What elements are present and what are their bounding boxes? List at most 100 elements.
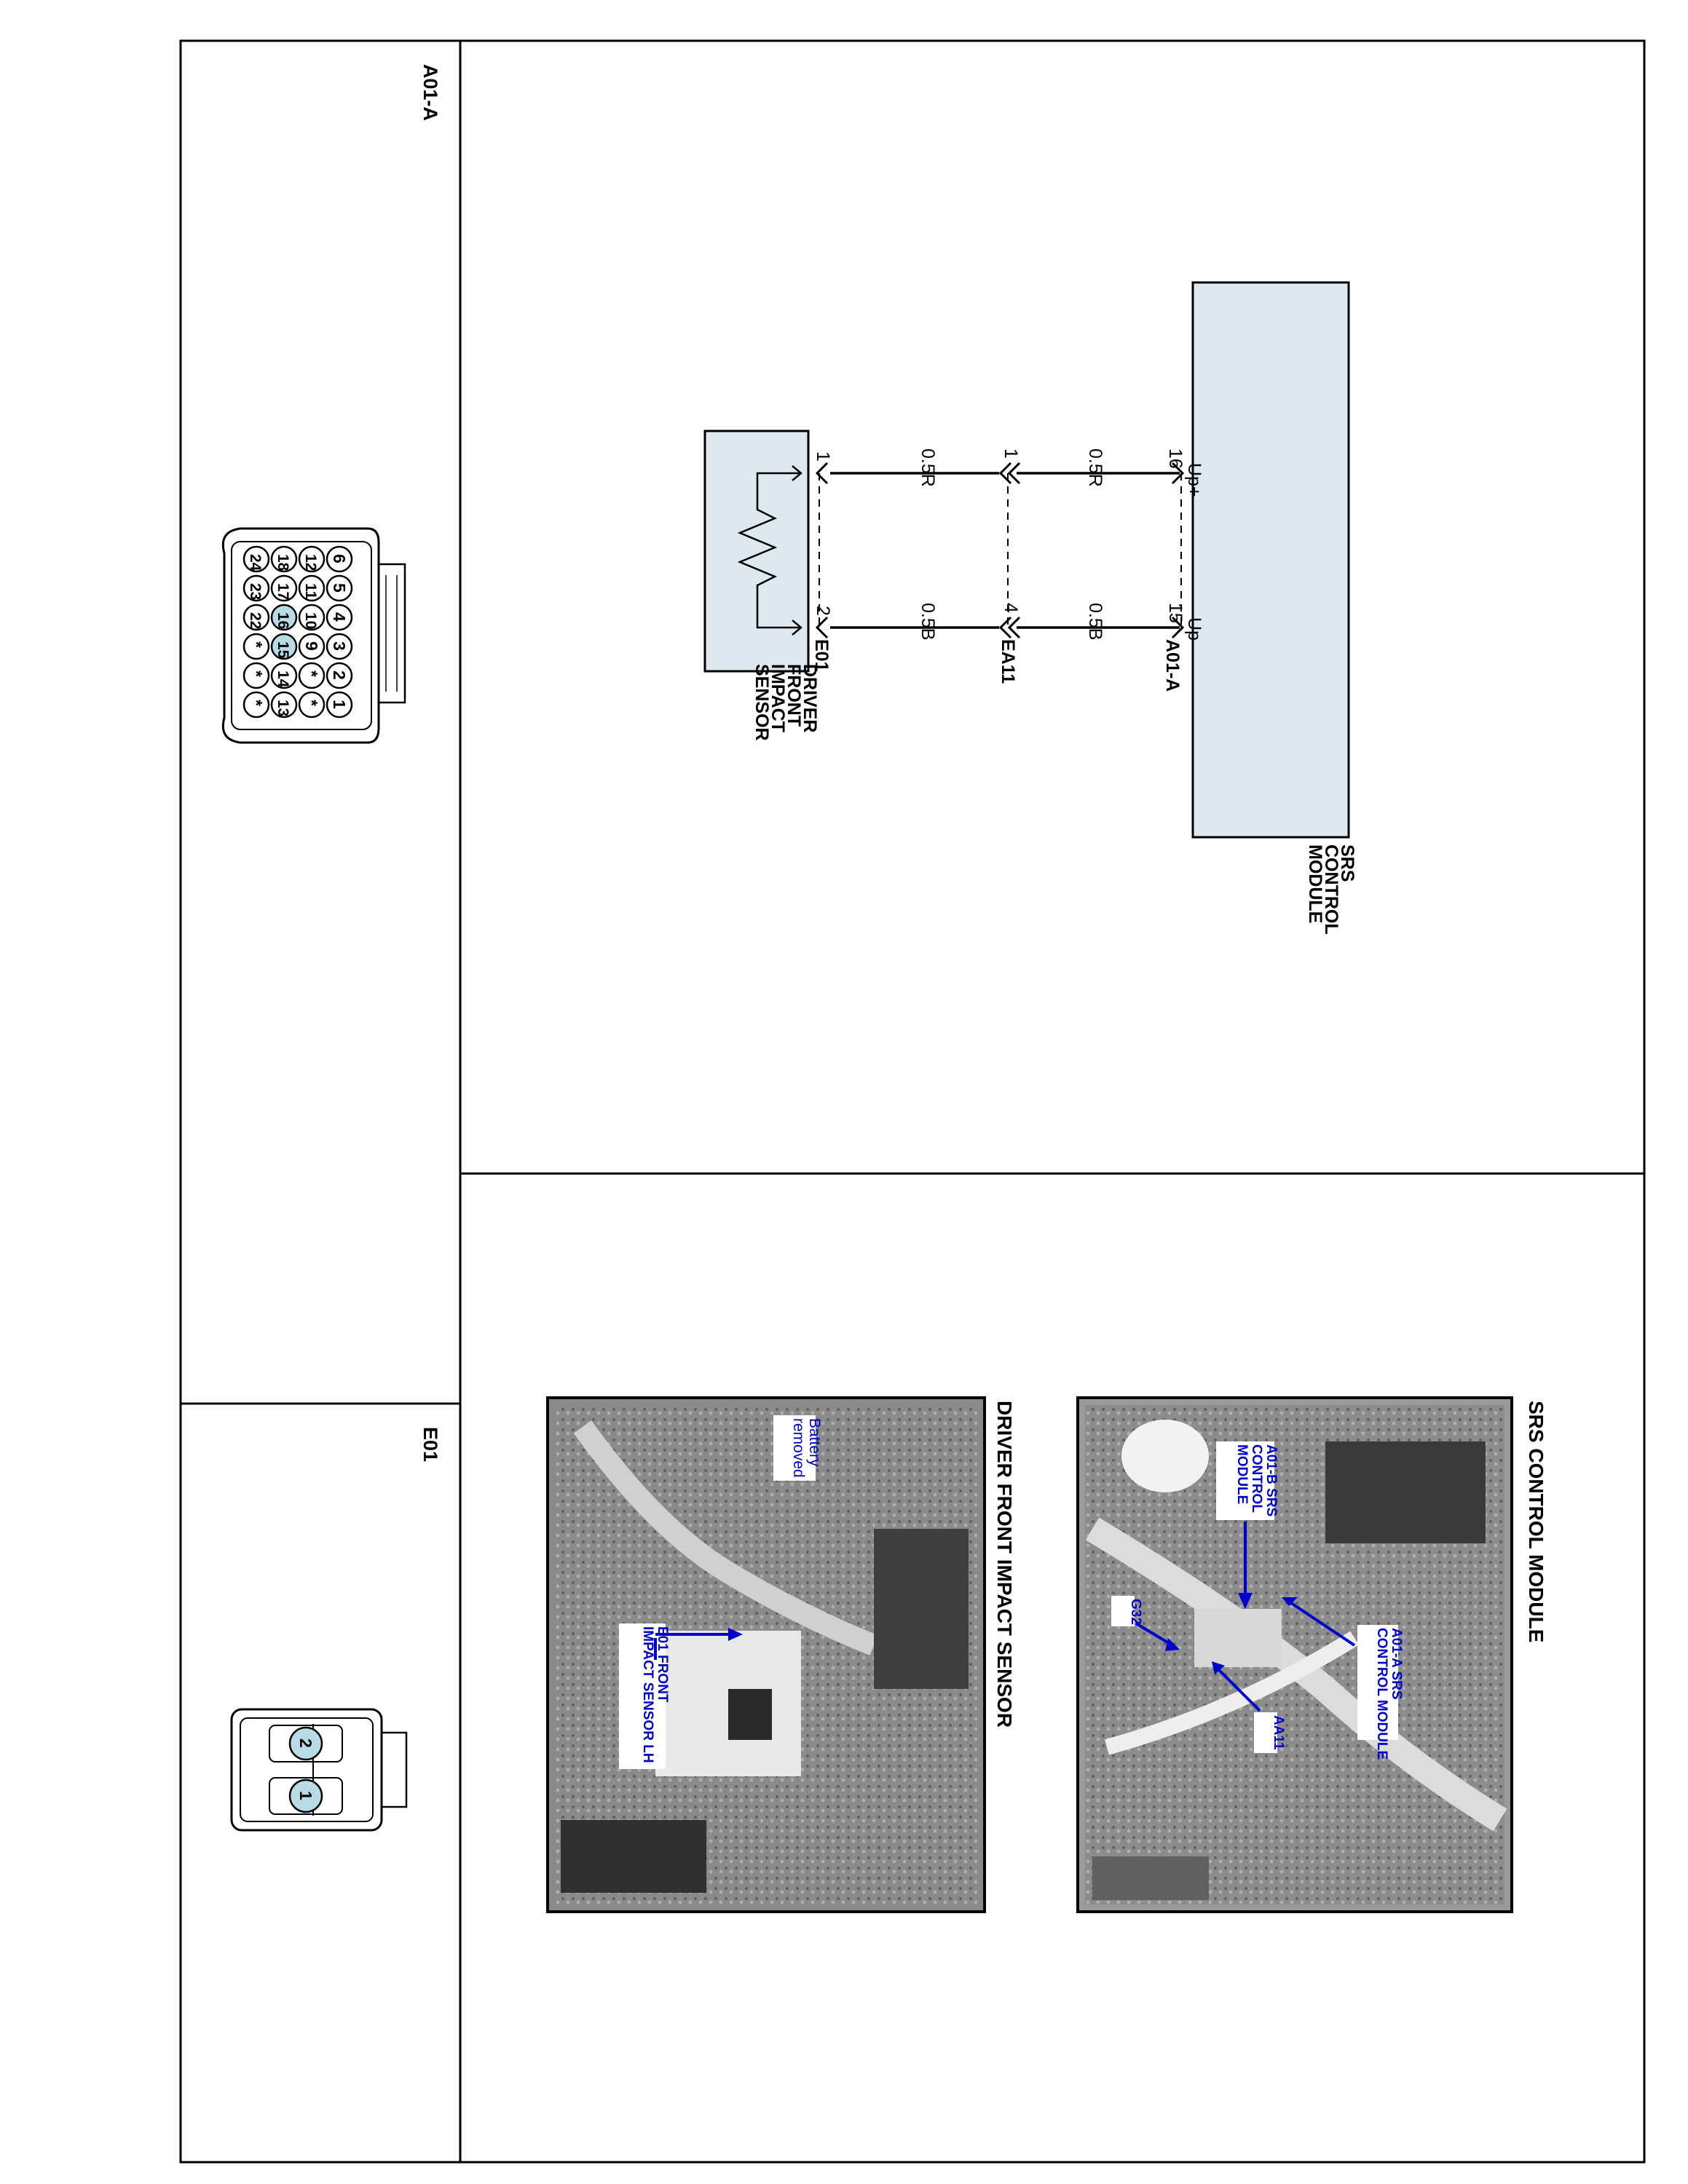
connector-e01-panel: E01 21 (230, 1427, 441, 1832)
a01a-pin-16: 15 (270, 633, 298, 660)
srs-module-label-2: CONTROL (1321, 844, 1341, 935)
a01a-pin-22: * (242, 633, 270, 660)
page-frame (179, 39, 1646, 2164)
svg-text:4: 4 (330, 612, 349, 622)
ea11-pin-1-label: 1 (1001, 448, 1021, 459)
svg-text:3: 3 (330, 641, 349, 651)
a01a-pin-11: * (298, 662, 326, 689)
e01-pin-2: 1 (288, 1779, 323, 1813)
wire-spec-b-lower: 0.5B (918, 603, 938, 640)
photo-driver-front-impact-sensor (546, 1396, 986, 1913)
svg-text:*: * (302, 670, 321, 677)
connector-dashes (819, 473, 1182, 628)
svg-text:16: 16 (275, 612, 291, 629)
svg-text:*: * (247, 670, 266, 677)
a01a-pin-4: 3 (326, 633, 353, 660)
svg-text:23: 23 (247, 583, 264, 600)
wire-spec-r-lower: 0.5R (918, 448, 938, 487)
svg-text:*: * (247, 700, 266, 706)
e01-terminals (815, 462, 829, 639)
svg-text:9: 9 (302, 641, 321, 651)
a01a-pin-18: 13 (270, 691, 298, 719)
sensor-label-1: DRIVER (800, 664, 820, 732)
srs-module-label-3: MODULE (1305, 844, 1325, 923)
sensor-label-2: FRONT (784, 664, 804, 727)
callout-a01a-2: CONTROL MODULE (1374, 1628, 1389, 1760)
photo-sensor-callouts: Battery removed E01 FRONT IMPACT SENSOR … (619, 1415, 823, 1769)
wire-spec-b-upper: 0.5B (1085, 603, 1105, 640)
svg-text:15: 15 (275, 641, 291, 659)
a01a-pin-2: 5 (326, 574, 353, 602)
svg-text:1: 1 (296, 1791, 315, 1800)
a01a-pin-23: * (242, 662, 270, 689)
callout-e01-2: IMPACT SENSOR LH (640, 1626, 655, 1763)
connector-a01a-title: A01-A (419, 64, 441, 121)
callout-a01a-1: A01-A SRS (1389, 1628, 1404, 1700)
callout-a01b-1: A01-B SRS (1263, 1444, 1279, 1516)
sensor-label-4: SENSOR (752, 664, 772, 741)
a01a-pin-20: 23 (242, 574, 270, 602)
a01a-pin-3: 4 (326, 604, 353, 631)
e01-pin-1-label: 1 (813, 451, 833, 462)
callout-battery-2: removed (790, 1418, 807, 1478)
connector-e01-label: E01 (811, 639, 832, 672)
a01a-pin-9: 10 (298, 604, 326, 631)
a01a-pin-5: 2 (326, 662, 353, 689)
svg-text:*: * (302, 700, 321, 706)
svg-text:13: 13 (275, 700, 291, 716)
connector-a01a-body (221, 527, 406, 744)
srs-control-module-box (1191, 281, 1350, 839)
svg-text:12: 12 (302, 554, 319, 571)
a01a-pin-10: 9 (298, 633, 326, 660)
srs-module-label-1: SRS (1337, 844, 1357, 882)
a01a-pin-19: 24 (242, 545, 270, 573)
callout-aa11: AA11 (1271, 1715, 1286, 1750)
callout-e01-1: E01 FRONT (655, 1626, 670, 1703)
pin-16-label: 16 (1165, 448, 1186, 469)
callout-g32: G32 (1128, 1599, 1143, 1625)
wire-spec-r-upper: 0.5R (1085, 448, 1105, 487)
callout-a01b-2: CONTROL (1249, 1444, 1264, 1513)
svg-text:22: 22 (247, 612, 264, 629)
a01a-pin-15: 16 (270, 604, 298, 631)
svg-text:11: 11 (302, 583, 319, 600)
photo-sensor-title: DRIVER FRONT IMPACT SENSOR (993, 1401, 1016, 1728)
a01a-terminals (1171, 462, 1185, 639)
a01a-pin-1: 6 (326, 545, 353, 573)
connector-e01-pins: 21 (288, 1726, 323, 1813)
e01-pin-2-label: 2 (813, 606, 833, 616)
impact-sensor-box (703, 430, 810, 673)
photo-srs-title: SRS CONTROL MODULE (1525, 1401, 1547, 1642)
a01a-pin-13: 18 (270, 545, 298, 573)
ea11-terminals (998, 462, 1021, 639)
callout-a01b-3: MODULE (1234, 1444, 1250, 1504)
sensor-label-3: IMPACT (768, 664, 788, 732)
srs-up-plus-label: Up+ (1184, 463, 1204, 497)
a01a-pin-21: 22 (242, 604, 270, 631)
svg-text:10: 10 (302, 612, 319, 629)
svg-text:6: 6 (330, 554, 349, 563)
a01a-pin-8: 11 (298, 574, 326, 602)
svg-text:2: 2 (330, 670, 349, 680)
a01a-pin-12: * (298, 691, 326, 719)
photo-srs-callouts: A01-B SRS CONTROL MODULE A01-A SRS CONTR… (1111, 1441, 1404, 1760)
a01a-pin-14: 17 (270, 574, 298, 602)
connector-e01-title: E01 (419, 1427, 441, 1462)
svg-text:*: * (247, 641, 266, 648)
photos-panel: SRS CONTROL MODULE A01-B SRS CONTROL MOD… (546, 1396, 1547, 1913)
e01-pin-1: 2 (288, 1726, 323, 1761)
svg-text:24: 24 (247, 554, 264, 571)
impact-sensor-resistor (737, 465, 802, 636)
a01a-pin-7: 12 (298, 545, 326, 573)
connector-a01a-panel: A01-A 6543211211109**181716151413242322*… (221, 64, 441, 744)
svg-text:18: 18 (275, 554, 291, 571)
svg-text:5: 5 (330, 583, 349, 593)
connector-ea11-label: EA11 (998, 639, 1018, 684)
svg-text:14: 14 (275, 670, 291, 688)
callout-battery-1: Battery (806, 1418, 823, 1467)
a01a-pin-17: 14 (270, 662, 298, 689)
wiring-schematic: SRS CONTROL MODULE Up+ Up- (703, 281, 1357, 935)
photo-srs-control-module (1076, 1396, 1513, 1913)
